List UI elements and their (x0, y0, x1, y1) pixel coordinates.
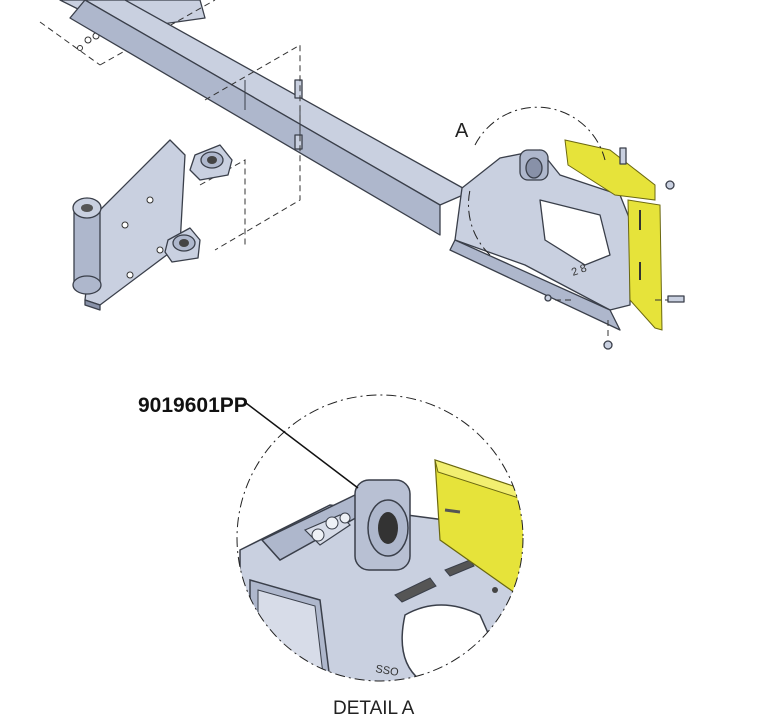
pin-guides (199, 44, 303, 251)
left-mounting-plate (72, 139, 186, 311)
bearing-block-lower (164, 227, 201, 263)
bearing-block-upper (189, 144, 233, 181)
right-end-bracket: 2 8 (449, 149, 631, 331)
part-number-label: 9019601PP (138, 394, 248, 417)
part-callout: 9019601PP (138, 394, 359, 489)
detail-a-view: SSO (236, 394, 524, 682)
detail-letter-label: A (455, 120, 469, 142)
part-leader-line (245, 402, 359, 489)
detail-caption: DETAIL A (333, 698, 415, 719)
stamp-detail: SSO (374, 663, 399, 679)
detail-a-circle (236, 394, 524, 682)
stamp-overview: 2 8 (570, 262, 588, 279)
detail-a-reference: A (455, 106, 606, 256)
hardware-bolts-right (544, 147, 685, 350)
yellow-plate-overview (564, 139, 663, 331)
